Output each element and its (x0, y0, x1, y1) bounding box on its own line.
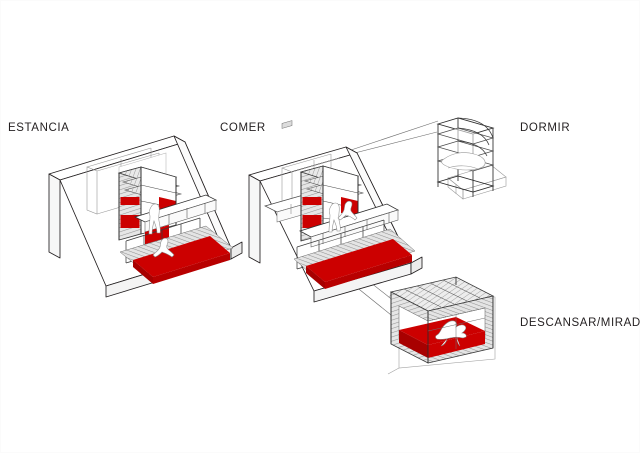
dormir-bed-blob (441, 152, 486, 171)
module-descansar-mirador (387, 276, 496, 375)
descansar-figure (435, 320, 467, 347)
label-comer: COMER (220, 122, 266, 134)
comer-red-platform (306, 239, 412, 289)
comer-figures (328, 200, 358, 233)
estancia-red-platform (133, 236, 230, 284)
module-dormir (436, 117, 507, 200)
descansar-frame-posts (390, 277, 494, 363)
label-descansar-mirador: DESCANSAR/MIRADOR (520, 317, 640, 329)
module-estancia (48, 135, 243, 298)
label-estancia: ESTANCIA (8, 122, 70, 134)
dormir-canopy (457, 117, 494, 157)
label-dormir: DORMIR (520, 122, 571, 134)
descansar-inner-rails (427, 307, 486, 349)
estancia-figures (148, 203, 175, 258)
module-comer (248, 120, 423, 303)
comer-deck (298, 203, 400, 248)
